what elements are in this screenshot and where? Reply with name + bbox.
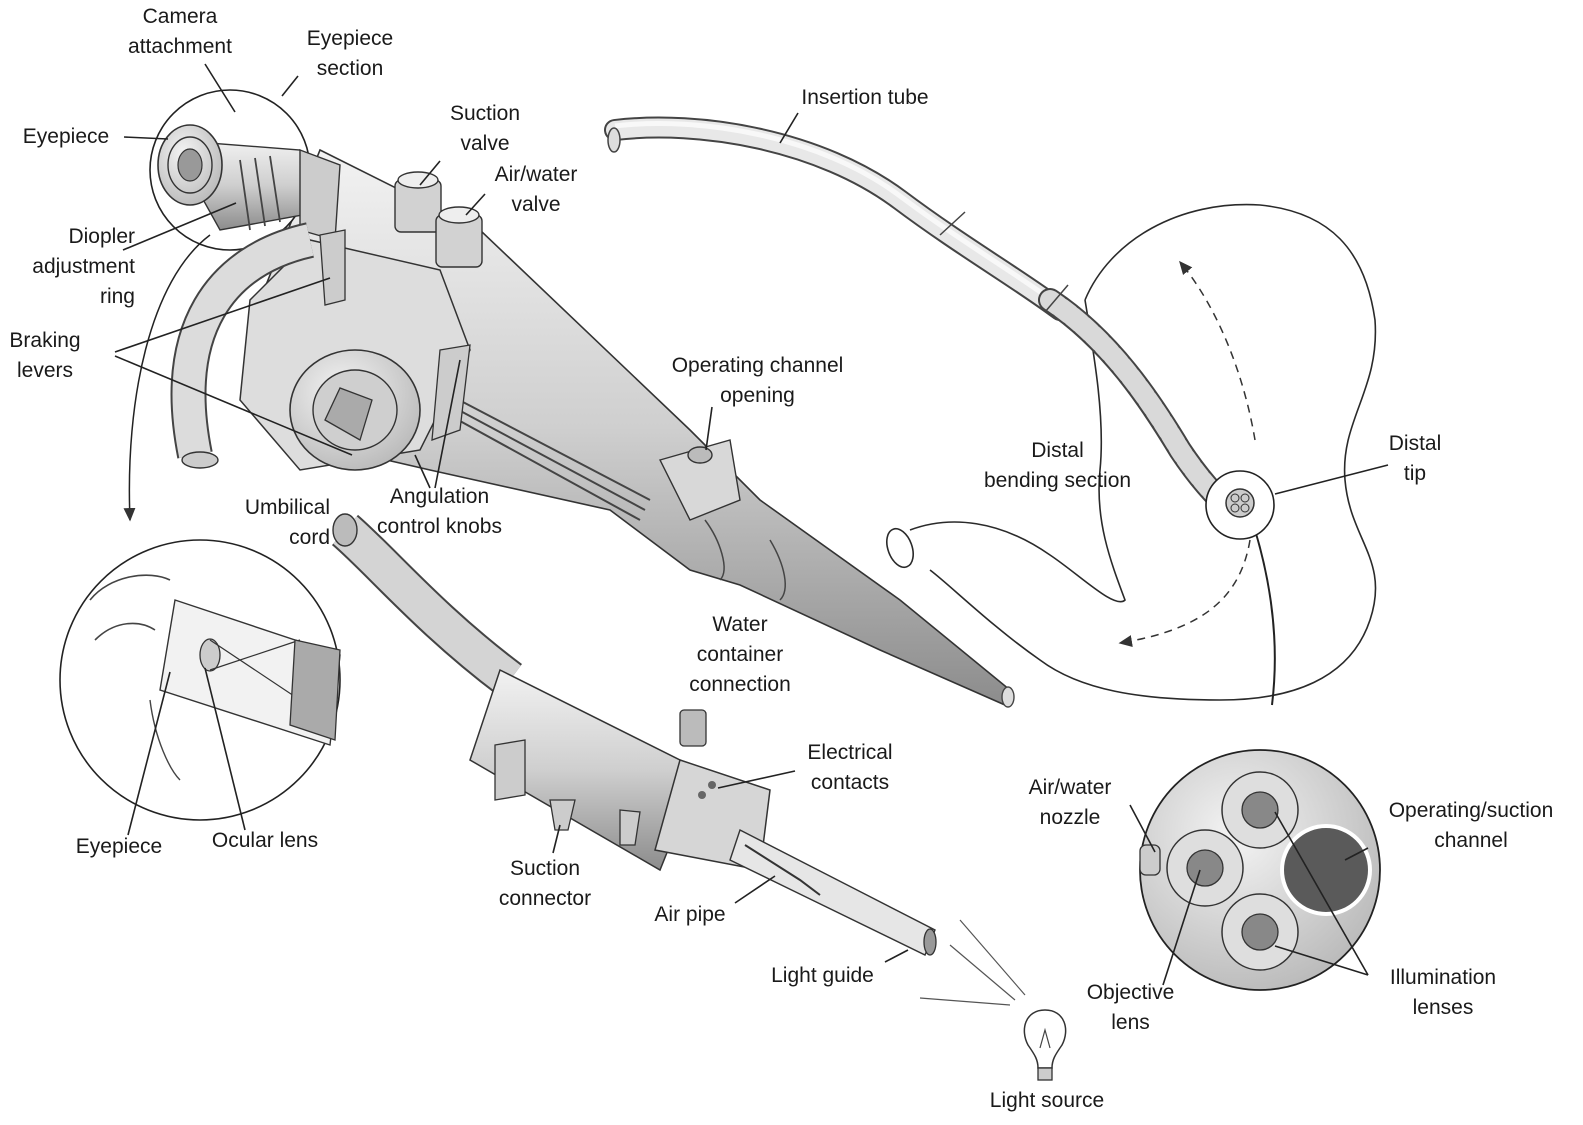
label-umbilical-cord: Umbilical cord	[244, 496, 330, 549]
label-distal-tip: Distal tip	[1388, 432, 1442, 485]
leader-lines	[114, 63, 1389, 986]
light-bulb-icon	[1023, 1009, 1067, 1081]
label-angulation-control-knobs: Angulation control knobs	[377, 485, 502, 538]
ocular-detail	[59, 539, 341, 821]
label-ocular-lens: Ocular lens	[211, 829, 319, 852]
label-suction-connector: Suction connector	[498, 857, 592, 910]
label-objective-lens: Objective lens	[1086, 981, 1175, 1034]
label-camera-attachment: Camera attachment	[128, 5, 232, 58]
stomach-outline	[886, 203, 1377, 701]
label-braking-levers: Braking levers	[9, 329, 81, 382]
umbilical-cord-hose	[123, 222, 315, 522]
valves	[394, 171, 483, 268]
label-operating-suction-channel: Operating/suction channel	[1388, 799, 1554, 852]
eyepiece-section	[149, 89, 341, 251]
label-air-pipe: Air pipe	[654, 903, 726, 926]
label-eyepiece-top: Eyepiece	[22, 125, 110, 148]
label-electrical-contacts: Electrical contacts	[807, 741, 893, 794]
label-air-water-nozzle: Air/water nozzle	[1028, 776, 1112, 829]
bending-arrow-up	[1179, 260, 1256, 441]
label-distal-bending-section: Distal bending section	[983, 439, 1132, 492]
distal-tip-detail	[1205, 470, 1275, 540]
label-water-container-connection: Water container connection	[689, 613, 791, 696]
bending-arrow-down	[1118, 539, 1251, 647]
tip-shaft-line	[1254, 529, 1276, 706]
label-suction-valve: Suction valve	[449, 102, 521, 155]
label-light-guide: Light guide	[771, 964, 874, 987]
label-eyepiece-bottom: Eyepiece	[75, 835, 163, 858]
label-diopter-ring: Diopler adjustment ring	[32, 225, 135, 308]
label-air-water-valve: Air/water valve	[494, 163, 578, 216]
distal-tip-enlarged	[1139, 749, 1381, 991]
label-operating-channel-opening: Operating channel opening	[671, 354, 844, 407]
light-guide-connector	[331, 513, 937, 956]
label-light-source: Light source	[989, 1089, 1105, 1112]
label-eyepiece-section: Eyepiece section	[306, 27, 394, 80]
angulation-assembly	[239, 229, 471, 471]
light-rays	[919, 919, 1026, 1006]
label-insertion-tube: Insertion tube	[801, 86, 929, 109]
label-illumination-lenses: Illumination lenses	[1389, 966, 1497, 1019]
